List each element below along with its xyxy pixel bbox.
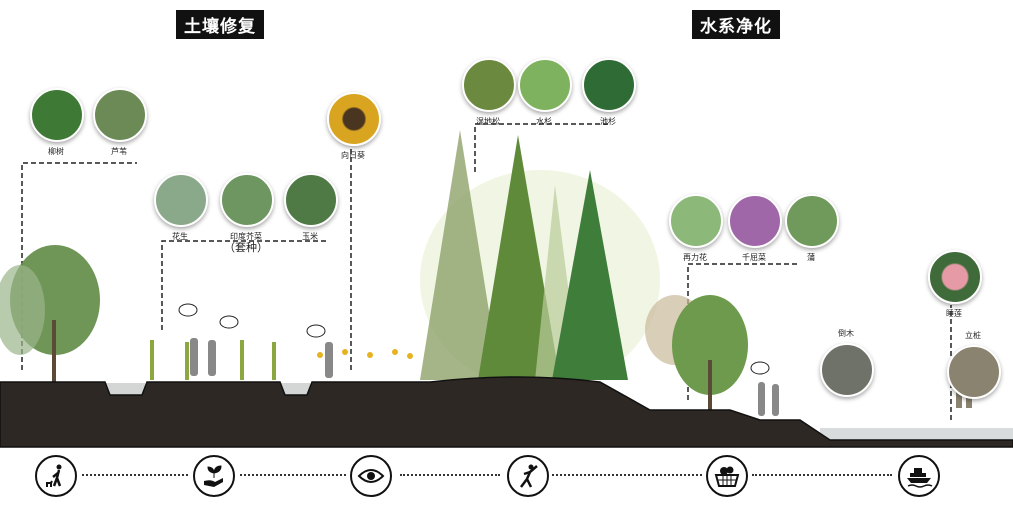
plant-label: 印度芥菜 <box>230 232 262 241</box>
plant-metasequoia: 水杉 <box>518 58 572 127</box>
intercrop-note: （套种） <box>224 241 268 254</box>
plant-corn: 玉米 <box>284 173 338 242</box>
section-title-water: 水系净化 <box>692 10 780 39</box>
leader-wetland-plants <box>687 263 800 400</box>
plant-label: 湿地松 <box>476 117 500 126</box>
plant-sunflower: 向日葵 <box>327 92 381 161</box>
connector-dots <box>752 474 892 476</box>
exercise-icon <box>507 455 549 497</box>
waterlily-photo <box>928 250 982 304</box>
pond-cypress-photo <box>582 58 636 112</box>
willow-photo <box>30 88 84 142</box>
connector-dots <box>240 474 346 476</box>
loosestrife-photo <box>728 194 782 248</box>
plant-peanut: 花生 <box>154 173 208 242</box>
plant-label: 芦苇 <box>111 147 127 156</box>
plant-willow: 柳树 <box>30 88 84 157</box>
plant-label: 池杉 <box>600 117 616 126</box>
eye-icon <box>350 455 392 497</box>
plant-label: 向日葵 <box>341 151 365 160</box>
leader-intercrop <box>161 240 327 330</box>
connector-dots <box>400 474 500 476</box>
connector-dots <box>552 474 702 476</box>
slash-pine-photo <box>462 58 516 112</box>
plant-label: 千屈菜 <box>742 253 766 262</box>
plant-thalia: 再力花 <box>669 194 723 263</box>
dog-walking-icon <box>35 455 77 497</box>
plant-label: 水杉 <box>536 117 552 126</box>
people-silhouettes <box>190 338 779 416</box>
connector-dots <box>82 474 188 476</box>
plant-cattail: 蒲 <box>785 194 839 263</box>
plant-mustard: 印度芥菜 <box>220 173 274 242</box>
soil-profile <box>0 376 1013 448</box>
plant-label: 花生 <box>172 232 188 241</box>
plant-label: 柳树 <box>48 147 64 156</box>
plant-slash-pine: 湿地松 <box>462 58 516 127</box>
corn-photo <box>284 173 338 227</box>
cattail-photo <box>785 194 839 248</box>
boat-icon <box>898 455 940 497</box>
picking-basket-icon <box>706 455 748 497</box>
plant-waterlily: 睡莲 <box>928 250 982 319</box>
stake-photo <box>947 345 1001 399</box>
plant-pond-cypress: 池杉 <box>582 58 636 127</box>
thalia-photo <box>669 194 723 248</box>
leader-conifers <box>474 123 608 172</box>
plant-label: 玉米 <box>302 232 318 241</box>
plant-label: 倒木 <box>838 329 854 338</box>
fallen-log-photo <box>820 343 874 397</box>
plant-reed: 芦苇 <box>93 88 147 157</box>
planting-hand-icon <box>193 455 235 497</box>
mustard-photo <box>220 173 274 227</box>
plant-label: 蒲 <box>807 253 815 262</box>
plant-label: 立桩 <box>965 331 981 340</box>
trees <box>0 130 748 410</box>
peanut-photo <box>154 173 208 227</box>
reed-photo <box>93 88 147 142</box>
feature-stake: 立桩 <box>947 330 1001 399</box>
section-title-soil: 土壤修复 <box>176 10 264 39</box>
feature-fallen-log: 倒木 <box>820 328 874 397</box>
plant-label: 再力花 <box>683 253 707 262</box>
metasequoia-photo <box>518 58 572 112</box>
plant-label: 睡莲 <box>946 309 962 318</box>
sunflower-photo <box>327 92 381 146</box>
plant-loosestrife: 千屈菜 <box>728 194 782 263</box>
